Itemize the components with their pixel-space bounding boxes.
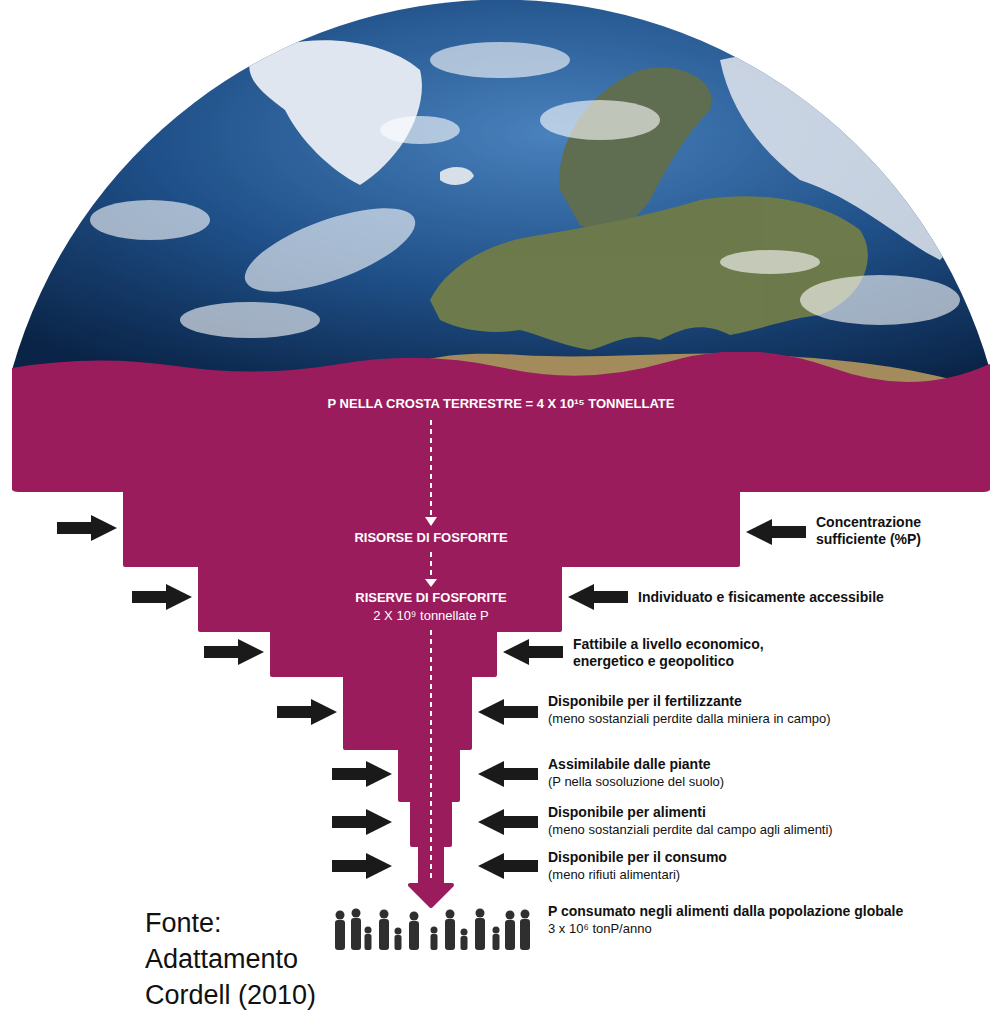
flow-lines xyxy=(430,420,432,880)
europe xyxy=(430,196,868,350)
arrow xyxy=(132,584,192,610)
filter-label: Disponibile per il fertilizzante xyxy=(548,693,742,710)
filter-label: Concentrazione sufficiente (%P) xyxy=(816,514,991,548)
snow-russia xyxy=(720,54,970,260)
arrow xyxy=(332,809,392,835)
dashed-line xyxy=(430,630,432,880)
filter-note: (P nella sosoluzione del suolo) xyxy=(548,774,724,790)
arrow xyxy=(332,853,392,879)
cloud xyxy=(430,42,570,78)
filter-note: (meno sostanziali perdite dal campo agli… xyxy=(548,822,833,838)
arrow xyxy=(568,584,628,610)
funnel-band: P NELLA CROSTA TERRESTRE = 4 X 10¹⁵ TONN… xyxy=(12,352,990,908)
cloud xyxy=(180,302,320,338)
arrow xyxy=(503,639,563,665)
funnel-text: RISORSE DI FOSFORITE xyxy=(354,530,507,546)
arrow xyxy=(277,699,337,725)
arrow xyxy=(478,853,538,879)
filter-label: Fattibile a livello economico, energetic… xyxy=(573,636,835,670)
filter-label: Disponibile per alimenti xyxy=(548,804,706,821)
cloud xyxy=(380,116,460,144)
dashed-line xyxy=(430,552,432,580)
cloud xyxy=(235,191,425,309)
arrow xyxy=(332,761,392,787)
filter-label: Assimilabile dalle piante xyxy=(548,756,711,773)
filter-note: (meno rifiuti alimentari) xyxy=(548,867,680,883)
cloud xyxy=(800,275,960,325)
arrow xyxy=(204,639,264,665)
arrow xyxy=(478,699,538,725)
filter-label: Individuato e fisicamente accessibile xyxy=(638,589,884,606)
filter-note: (meno sostanziali perdite dalla miniera … xyxy=(548,711,831,727)
cloud xyxy=(540,100,660,140)
source-note: Fonte: Adattamento Cordell (2010) xyxy=(145,905,360,1013)
clouds xyxy=(90,42,960,338)
arrow-head xyxy=(425,517,437,526)
globe xyxy=(0,0,1001,382)
people-silhouettes xyxy=(335,909,530,951)
cloud xyxy=(90,200,210,240)
consumption-label: P consumato negli alimenti dalla popolaz… xyxy=(548,903,903,920)
ocean xyxy=(0,0,1001,382)
flow-heads xyxy=(425,517,437,587)
funnel-text: P NELLA CROSTA TERRESTRE = 4 X 10¹⁵ TONN… xyxy=(328,396,675,412)
funnel-outline xyxy=(12,353,990,906)
filter-label: Disponibile per il consumo xyxy=(548,849,727,866)
consumption-value: 3 x 10⁶ tonP/anno xyxy=(548,921,652,937)
arrow xyxy=(57,515,117,541)
arrow xyxy=(478,809,538,835)
cloud xyxy=(720,250,820,274)
greenland xyxy=(249,40,422,185)
arrow-head xyxy=(425,579,437,587)
funnel-text: 2 X 10⁹ tonnellate P xyxy=(373,608,488,624)
iceland xyxy=(440,167,474,185)
arrow xyxy=(746,519,806,545)
funnel-text: RISERVE DI FOSFORITE xyxy=(355,590,506,606)
arrow xyxy=(478,761,538,787)
dashed-line xyxy=(430,420,432,518)
funnel-shape xyxy=(12,352,990,908)
